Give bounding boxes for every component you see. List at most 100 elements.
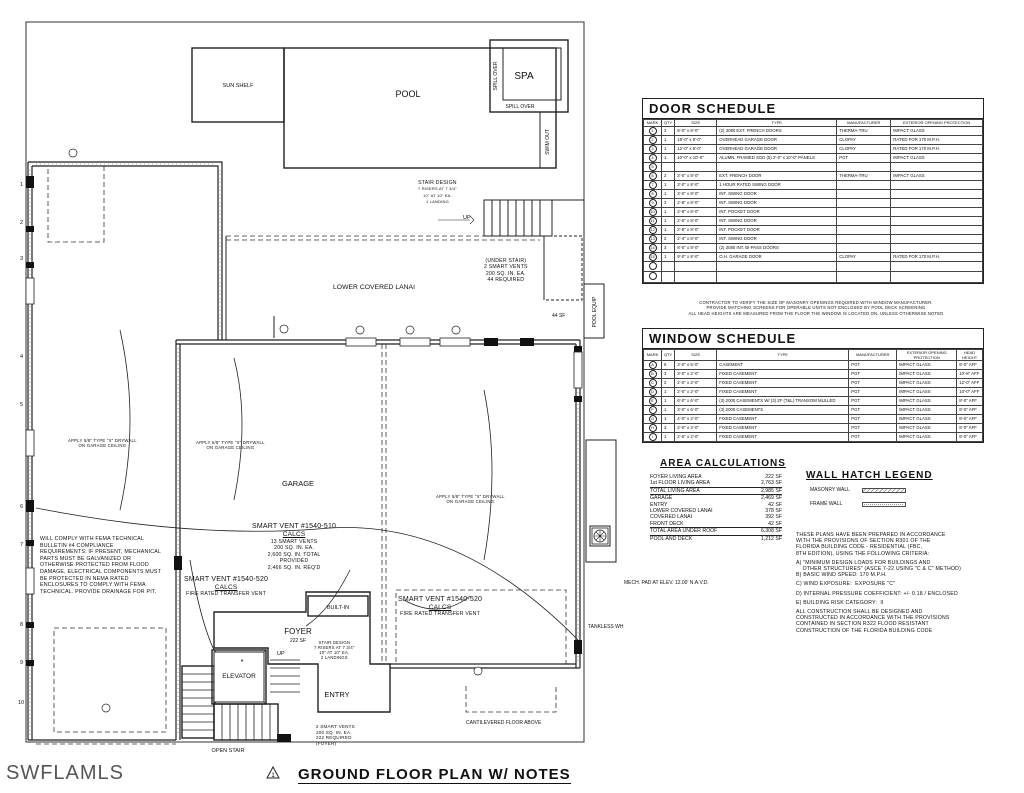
note-line: (UNDER STAIR): [485, 258, 527, 264]
table-cell: 2'-4" x 8'-0": [674, 233, 718, 244]
table-cell: PGT: [848, 369, 898, 379]
table-cell: 3'-0" x 6'-0": [674, 405, 718, 415]
table-cell: 8'-0" AFF: [956, 396, 983, 406]
grid-mark: 6: [20, 504, 23, 510]
pool-area: SUN SHELF POOL SPA SPILL OVER SPILL OVER…: [191, 39, 569, 169]
area-label: TOTAL AREA UNDER ROOF: [650, 528, 718, 535]
table-cell: [674, 271, 718, 283]
garage-label: GARAGE: [282, 479, 314, 488]
door-mark-circle: 14: [648, 244, 657, 252]
foyer-area-label: 222 SF: [290, 638, 306, 644]
table-cell: THERMA-TRU: [836, 125, 892, 136]
table-cell: IMPACT GLASS: [896, 387, 958, 397]
table-cell: [890, 206, 983, 217]
table-cell: IMPACT GLASS: [890, 152, 983, 163]
window-mark-circle: F: [648, 406, 657, 414]
door-mark: 5: [643, 161, 662, 172]
note-line: 10" AT 10" EA.: [319, 650, 350, 655]
table-cell: [660, 271, 676, 283]
masonry-hatch-icon: [862, 487, 906, 493]
door-mark-circle: 6: [648, 172, 657, 180]
note-line: A) "MINIMUM DESIGN LOADS FOR BUILDINGS A…: [796, 559, 931, 566]
table-cell: [890, 188, 983, 199]
area-value: 392 SF: [765, 514, 782, 521]
door-mark: 8: [643, 188, 662, 199]
table-cell: [674, 161, 718, 172]
table-cell: 3'-0" x 2'-0": [674, 369, 718, 379]
window-mark: F: [643, 405, 662, 415]
table-cell: 8'-0" x 8'-0": [674, 242, 718, 253]
table-cell: [674, 260, 718, 273]
table-cell: [890, 271, 983, 283]
table-cell: (3) 2000 CASEMENTS W/ (3) 2F (T&L) TRANS…: [716, 396, 850, 406]
table-cell: 2'-6" x 8'-0": [674, 215, 718, 226]
area-value: 1,212 SF: [760, 535, 782, 542]
window-mark: I: [643, 432, 662, 442]
door-schedule-title: DOOR SCHEDULE: [643, 99, 983, 119]
note-line: FIRE RATED TRANSFER VENT: [400, 611, 480, 617]
table-cell: CASEMENT: [716, 360, 850, 370]
note-line: ON GARAGE CEILING: [206, 445, 255, 451]
note-line: (FOYER): [316, 740, 337, 746]
table-cell: [890, 197, 983, 208]
note-line: ENCLOSURES TO COMPLY WITH FEMA: [40, 582, 146, 589]
table-cell: FIXED CASEMENT: [716, 378, 850, 388]
table-cell: 2: [660, 233, 676, 244]
table-cell: CLOPAY: [836, 143, 892, 154]
door-mark: 3: [643, 143, 662, 154]
up-label-1: UP: [463, 215, 471, 221]
note-line: BE PROTECTED IN NEMA RATED: [40, 575, 129, 582]
table-cell: PGT: [848, 414, 898, 424]
table-cell: 8'-0" AFF: [956, 423, 983, 433]
table-cell: 9'-0" x 8'-0": [674, 251, 718, 262]
table-cell: IMPACT GLASS: [896, 378, 958, 388]
area-value: 2,763 SF: [760, 480, 782, 487]
smart-vent-510-note: SMART VENT #1540-510 CALCS 13 SMART VENT…: [252, 522, 336, 571]
table-row: [643, 271, 983, 283]
table-cell: FIXED CASEMENT: [716, 369, 850, 379]
note-line: ALL HEAD HEIGHTS ARE MEASURED FROM THE F…: [688, 310, 944, 316]
table-cell: 8'-0" AFF: [956, 405, 983, 415]
table-cell: PGT: [848, 405, 898, 415]
spill-over-label-2: SPILL OVER: [506, 104, 535, 110]
table-row: [643, 260, 983, 273]
table-cell: 4'-0" x 2'-0": [674, 414, 718, 424]
elevator-label: ELEVATOR: [222, 673, 256, 680]
table-cell: 2'-0" x 2'-0": [674, 387, 718, 397]
note-line: SMART VENT #1540-520: [184, 576, 269, 583]
window-mark: A: [643, 360, 662, 370]
note-line: 2 LANDINGS: [320, 655, 348, 660]
wall-hatching: [29, 163, 579, 736]
table-header: QTY: [660, 349, 676, 361]
note-line: REQUIREMENTS: IF PRESENT, MECHANICAL: [40, 549, 162, 556]
window-mark-circle: D: [648, 388, 657, 396]
window-mark-circle: H: [648, 424, 657, 432]
note-line: 2,466 SQ. IN. REQ'D: [267, 564, 321, 571]
table-cell: [836, 197, 892, 208]
table-cell: (3) 2000 CASEMENTS: [716, 405, 850, 415]
wall-legend-title: WALL HATCH LEGEND: [806, 470, 933, 481]
table-cell: [836, 271, 892, 283]
area-calculations-title: AREA CALCULATIONS: [660, 458, 786, 469]
table-cell: [836, 188, 892, 199]
table-header: TYPE: [716, 119, 838, 127]
note-line: D) INTERNAL PRESSURE COEFFICIENT: +/- 0.…: [796, 590, 958, 597]
window-mark: C: [643, 378, 662, 388]
table-cell: PGT: [848, 378, 898, 388]
note-line: ON GARAGE CEILING: [446, 499, 495, 505]
note-line: PARTS MUST BE GALVANIZED OR: [40, 555, 132, 562]
table-cell: 1: [660, 405, 676, 415]
table-cell: FIXED CASEMENT: [716, 387, 850, 397]
note-line: CALCS: [282, 531, 306, 538]
table-cell: 8'-0" x 8'-0": [674, 125, 718, 136]
table-cell: ALUMN. FRAMED SGD (5) 2'-0" x 10'-0" PAN…: [716, 152, 838, 163]
table-cell: [660, 260, 676, 273]
window-mark-circle: B: [648, 370, 657, 378]
